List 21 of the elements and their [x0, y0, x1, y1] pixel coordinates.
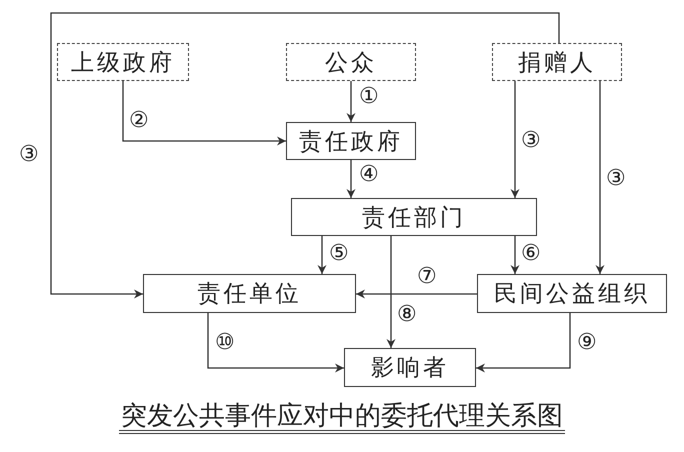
process-box: 责任单位 [143, 274, 356, 313]
arrow [356, 290, 477, 298]
arrow [476, 313, 571, 372]
dashed-box: 上级政府 [57, 43, 189, 81]
arrow [207, 313, 344, 372]
arrow [318, 236, 326, 274]
arrow [346, 160, 356, 198]
process-box: 民间公益组织 [477, 274, 667, 313]
arrow [122, 81, 286, 146]
diagram-title: 突发公共事件应对中的委托代理关系图 [119, 401, 565, 434]
arrow [596, 81, 604, 274]
dashed-box: 公众 [286, 43, 416, 81]
arrow [510, 236, 520, 274]
arrow [386, 236, 396, 348]
process-box: 责任部门 [291, 198, 537, 236]
dashed-box: 捐赠人 [492, 43, 622, 81]
arrow [510, 81, 520, 198]
process-box: 责任政府 [286, 122, 416, 160]
arrow [50, 12, 560, 298]
process-box: 影响者 [344, 348, 476, 387]
arrow [346, 81, 356, 122]
